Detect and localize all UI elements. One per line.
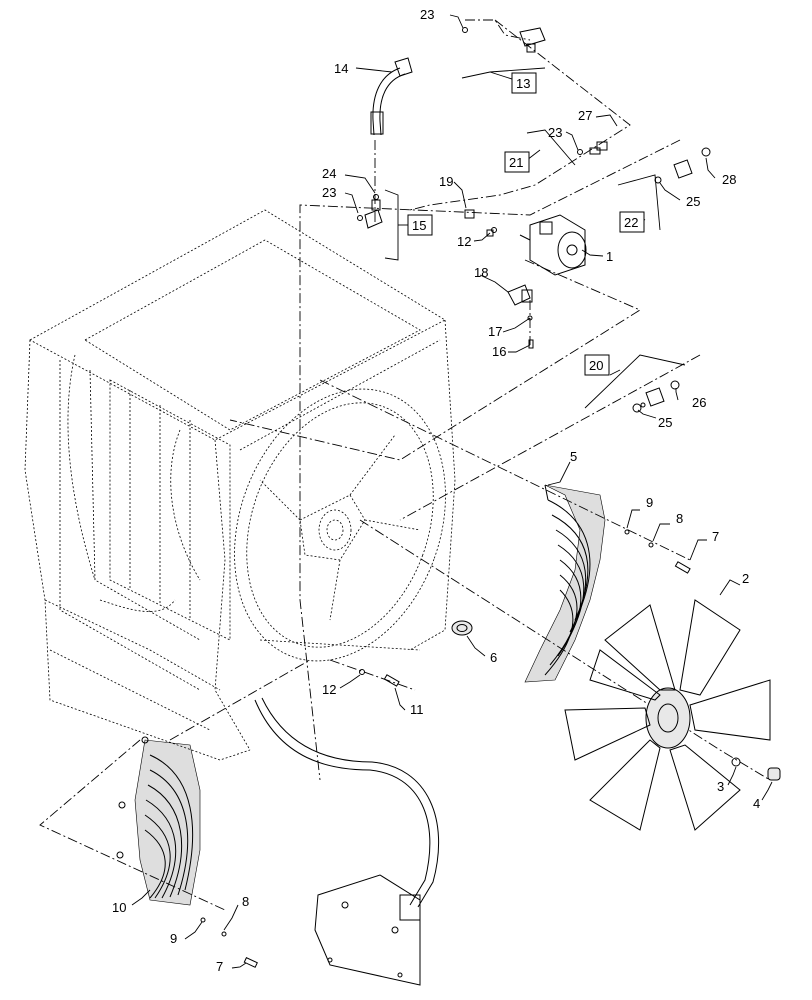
callout-21: 21 bbox=[509, 155, 523, 170]
callout-leaders bbox=[131, 14, 773, 969]
callout-20: 20 bbox=[589, 358, 603, 373]
callout-4: 4 bbox=[753, 796, 760, 811]
callout-16: 16 bbox=[492, 344, 506, 359]
callout-23-left: 23 bbox=[322, 185, 336, 200]
callout-24: 24 bbox=[322, 166, 336, 181]
harness bbox=[254, 697, 440, 986]
callout-15: 15 bbox=[412, 218, 426, 233]
callout-23-mid: 23 bbox=[548, 125, 562, 140]
group-brackets bbox=[384, 67, 686, 409]
callout-17: 17 bbox=[488, 324, 502, 339]
part-5-fan-guard bbox=[524, 484, 606, 683]
part-15-fitting bbox=[364, 199, 383, 229]
part-2-fan bbox=[564, 599, 771, 831]
callout-5: 5 bbox=[570, 449, 577, 464]
callout-18: 18 bbox=[474, 265, 488, 280]
callout-23-top: 23 bbox=[420, 7, 434, 22]
callout-3: 3 bbox=[717, 779, 724, 794]
part-14-hose bbox=[370, 57, 413, 136]
callout-6: 6 bbox=[490, 650, 497, 665]
callout-26: 26 bbox=[692, 395, 706, 410]
callout-box-13 bbox=[511, 72, 537, 94]
top-fittings bbox=[519, 27, 711, 184]
fan-shroud bbox=[234, 388, 446, 662]
callout-12-bottom: 12 bbox=[322, 682, 336, 697]
callout-12-top: 12 bbox=[457, 234, 471, 249]
callout-28: 28 bbox=[722, 172, 736, 187]
callout-7-bottom: 7 bbox=[216, 959, 223, 974]
callout-labels: 23 14 13 27 23 21 19 28 24 23 15 25 22 1… bbox=[112, 7, 760, 974]
part-1-hydraulic-pump bbox=[519, 214, 587, 276]
misc-hardware bbox=[200, 27, 781, 968]
callout-22: 22 bbox=[624, 215, 638, 230]
callout-9-right: 9 bbox=[646, 495, 653, 510]
callout-7-right: 7 bbox=[712, 529, 719, 544]
callout-8-bottom: 8 bbox=[242, 894, 249, 909]
part-18-elbow bbox=[507, 284, 533, 306]
radiator-frame bbox=[24, 209, 456, 761]
callout-13: 13 bbox=[516, 76, 530, 91]
callout-14: 14 bbox=[334, 61, 348, 76]
callout-box-22 bbox=[619, 211, 645, 233]
callout-10: 10 bbox=[112, 900, 126, 915]
callout-9-bottom: 9 bbox=[170, 931, 177, 946]
callout-2: 2 bbox=[742, 571, 749, 586]
callout-box-15 bbox=[407, 214, 433, 236]
part-20-fittings bbox=[632, 380, 680, 413]
callout-25-bottom: 25 bbox=[658, 415, 672, 430]
callout-25-top: 25 bbox=[686, 194, 700, 209]
callout-27: 27 bbox=[578, 108, 592, 123]
callout-11: 11 bbox=[410, 702, 424, 717]
small-hardware bbox=[464, 209, 534, 349]
callout-box-21 bbox=[504, 151, 530, 173]
callout-box-20 bbox=[584, 354, 610, 376]
part-10-fan-guard bbox=[116, 736, 201, 906]
callout-19: 19 bbox=[439, 174, 453, 189]
callout-1: 1 bbox=[606, 249, 613, 264]
callout-8-right: 8 bbox=[676, 511, 683, 526]
